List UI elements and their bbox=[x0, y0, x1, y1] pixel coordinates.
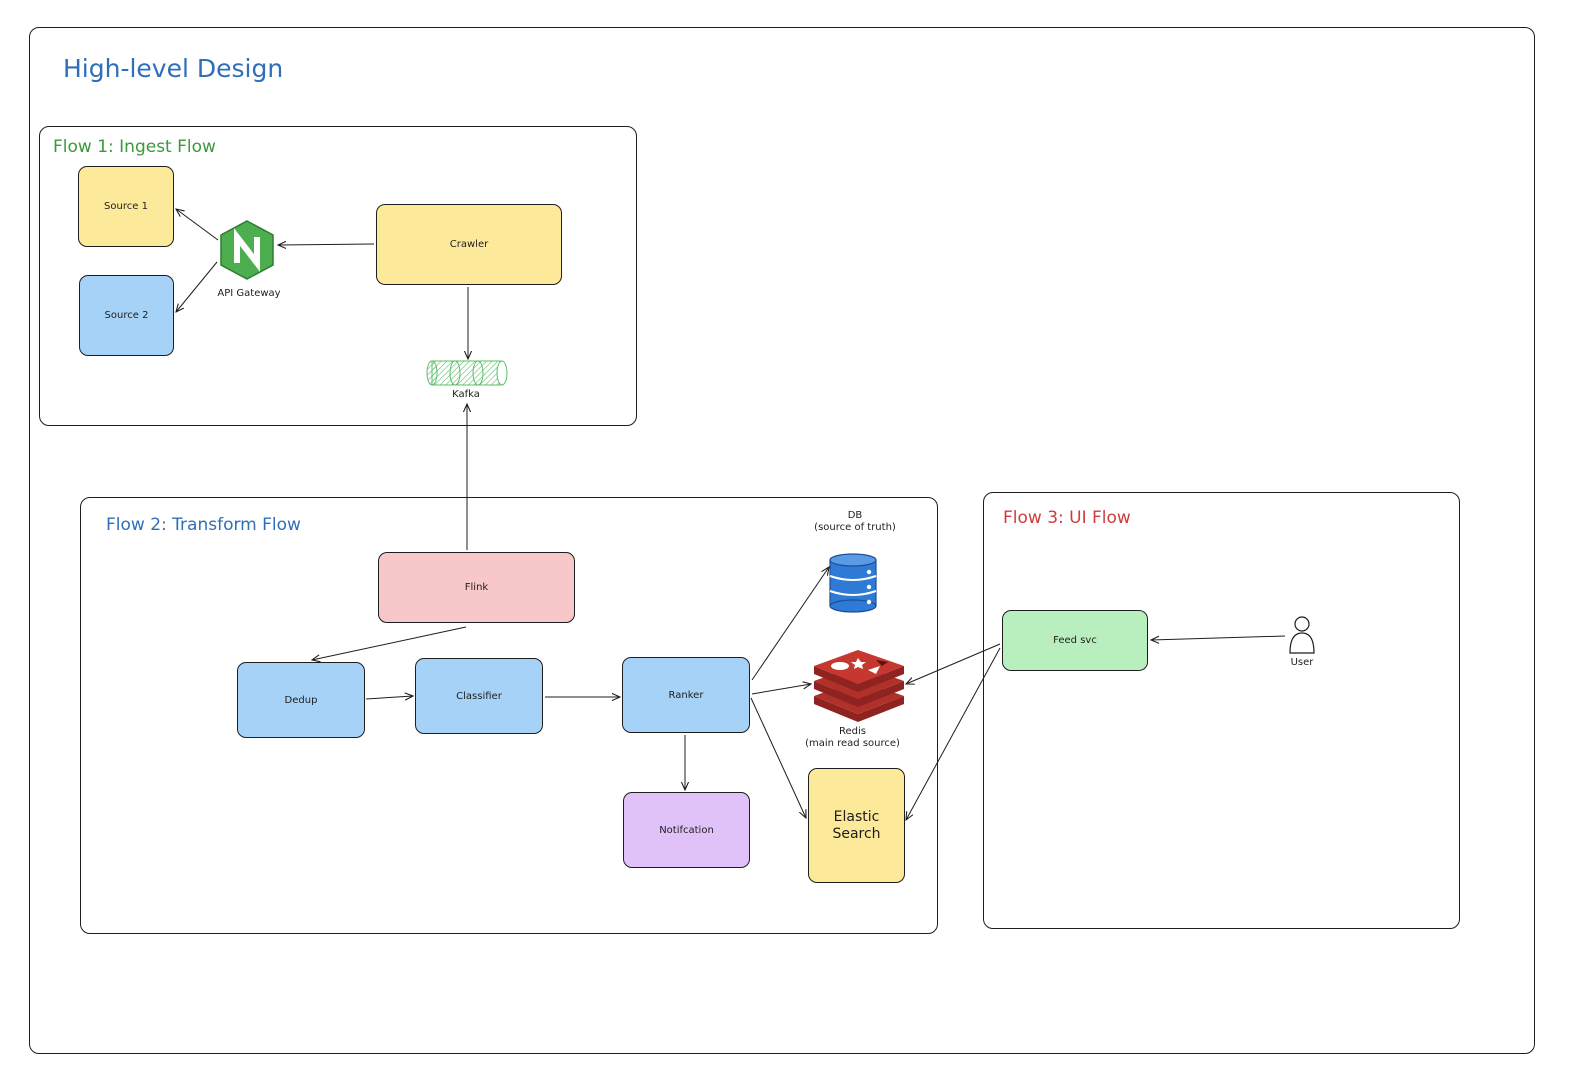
arrow-gateway-to-source1 bbox=[176, 209, 219, 241]
redis-icon[interactable] bbox=[810, 650, 908, 722]
arrow-ranker-to-db bbox=[751, 567, 829, 681]
notification-node[interactable]: Notifcation bbox=[623, 792, 750, 868]
source-2-node[interactable]: Source 2 bbox=[79, 275, 174, 356]
ui-flow-frame bbox=[983, 492, 1460, 929]
arrow-feed-to-redis bbox=[906, 643, 1001, 684]
arrow-feed-to-elastic bbox=[906, 647, 1001, 820]
elastic-search-label: Elastic Search bbox=[832, 808, 881, 842]
arrow-ranker-to-redis bbox=[751, 684, 811, 695]
crawler-node[interactable]: Crawler bbox=[376, 204, 562, 285]
ranker-label: Ranker bbox=[668, 689, 704, 701]
classifier-label: Classifier bbox=[456, 690, 502, 702]
classifier-node[interactable]: Classifier bbox=[415, 658, 543, 734]
ui-flow-title: Flow 3: UI Flow bbox=[1003, 508, 1131, 528]
ingest-flow-title: Flow 1: Ingest Flow bbox=[53, 137, 216, 157]
kafka-icon[interactable] bbox=[426, 359, 510, 387]
transform-flow-frame bbox=[80, 497, 938, 934]
source-1-label: Source 1 bbox=[104, 201, 148, 212]
arrow-flink-to-dedup bbox=[312, 626, 467, 660]
kafka-label: Kafka bbox=[452, 389, 480, 400]
feed-svc-label: Feed svc bbox=[1053, 635, 1097, 646]
db-label: DB (source of truth) bbox=[814, 510, 896, 533]
database-icon[interactable] bbox=[827, 552, 879, 614]
ingest-flow-frame bbox=[39, 126, 637, 426]
redis-label: Redis (main read source) bbox=[805, 726, 900, 749]
elastic-search-node[interactable]: Elastic Search bbox=[808, 768, 905, 883]
dedup-node[interactable]: Dedup bbox=[237, 662, 365, 738]
flink-node[interactable]: Flink bbox=[378, 552, 575, 623]
user-label: User bbox=[1290, 657, 1314, 668]
arrow-dedup-to-classifier bbox=[365, 696, 413, 699]
source-2-label: Source 2 bbox=[104, 310, 149, 321]
arrow-ranker-to-elastic bbox=[750, 697, 806, 818]
arrow-user-to-feed bbox=[1151, 635, 1286, 640]
source-1-node[interactable]: Source 1 bbox=[78, 166, 174, 247]
api-gateway-label: API Gateway bbox=[217, 288, 281, 299]
ranker-node[interactable]: Ranker bbox=[622, 657, 750, 733]
canvas-frame bbox=[29, 27, 1535, 1054]
transform-flow-title: Flow 2: Transform Flow bbox=[106, 515, 301, 535]
feed-svc-node[interactable]: Feed svc bbox=[1002, 610, 1148, 671]
flink-label: Flink bbox=[464, 582, 489, 593]
crawler-label: Crawler bbox=[449, 239, 489, 250]
user-icon[interactable] bbox=[1287, 615, 1317, 655]
nginx-icon[interactable] bbox=[218, 219, 276, 281]
arrow-crawler-to-gateway bbox=[278, 244, 375, 245]
dedup-label: Dedup bbox=[284, 694, 318, 706]
notification-label: Notifcation bbox=[659, 824, 714, 836]
arrow-gateway-to-source2 bbox=[176, 261, 218, 312]
page-title: High-level Design bbox=[63, 54, 284, 83]
